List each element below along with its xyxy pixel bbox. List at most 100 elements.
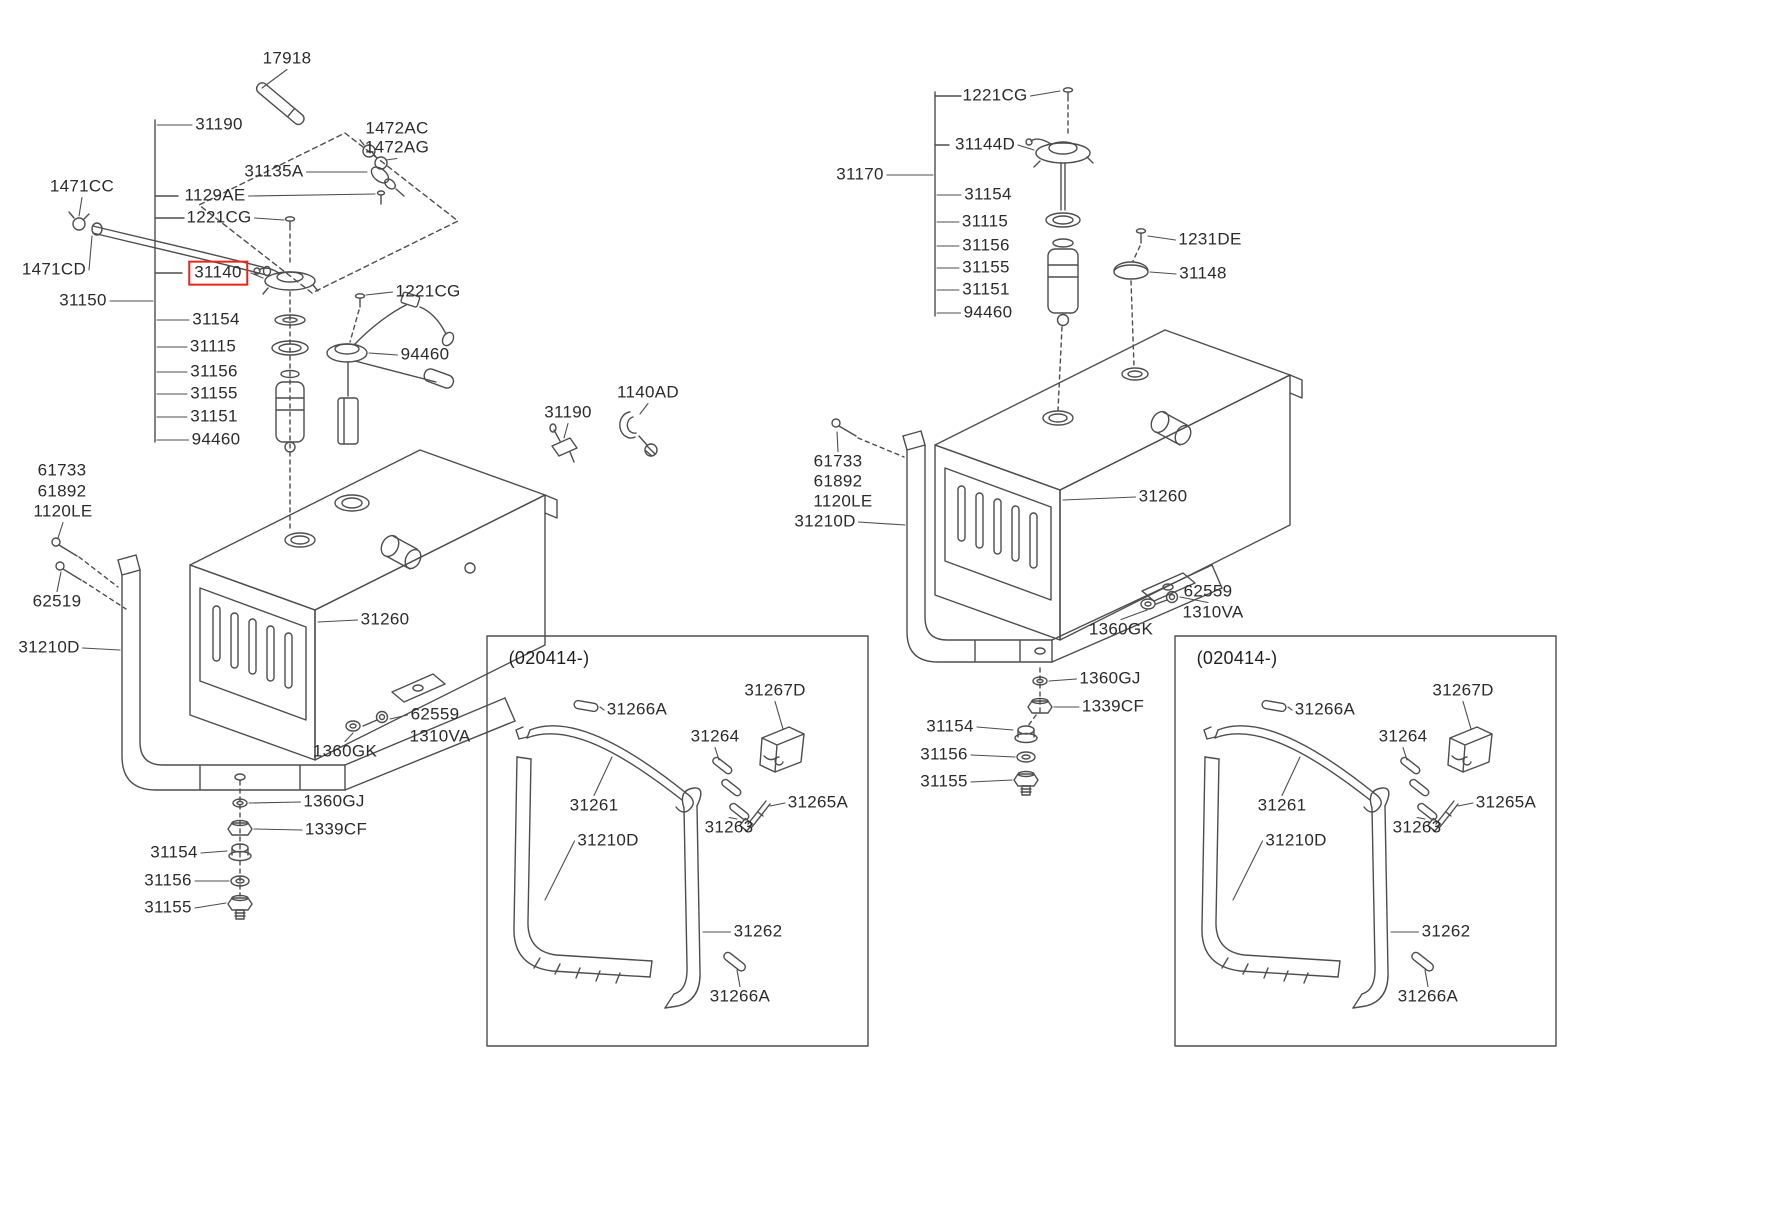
part-label-31264[interactable]: 31264: [690, 726, 740, 746]
left-assembly: [51, 82, 658, 920]
part-label-31154[interactable]: 31154: [926, 716, 974, 736]
leader-line-31210D: [857, 521, 906, 526]
part-label-31265A[interactable]: 31265A: [787, 792, 849, 812]
part-label-31190[interactable]: 31190: [195, 114, 243, 134]
part-label-1471CC[interactable]: 1471CC: [49, 176, 115, 196]
part-label-31266A[interactable]: 31266A: [1397, 986, 1459, 1006]
part-label-31155[interactable]: 31155: [920, 771, 968, 791]
part-label-31155[interactable]: 31155: [962, 257, 1010, 277]
part-label-1360GJ[interactable]: 1360GJ: [1079, 668, 1141, 688]
part-label-31151[interactable]: 31151: [962, 279, 1010, 299]
part-label-31260[interactable]: 31260: [360, 609, 410, 629]
part-label-31156[interactable]: 31156: [962, 235, 1010, 255]
part-label-62519[interactable]: 62519: [32, 591, 82, 611]
part-label-31135A[interactable]: 31135A: [244, 161, 304, 181]
part-label-1140AD[interactable]: 1140AD: [617, 382, 679, 402]
part-label-31267D[interactable]: 31267D: [744, 680, 806, 700]
part-label-94460[interactable]: 94460: [963, 302, 1013, 322]
left-bracket-bolts: [51, 537, 389, 732]
part-label-31261[interactable]: 31261: [1257, 795, 1307, 815]
part-label-31264[interactable]: 31264: [1378, 726, 1428, 746]
leader-line-31266A: [599, 706, 605, 711]
part-label-94460[interactable]: 94460: [191, 429, 241, 449]
part-label-31262[interactable]: 31262: [733, 921, 783, 941]
leader-line-31155: [194, 902, 227, 909]
part-label-31267D[interactable]: 31267D: [1432, 680, 1494, 700]
part-label-31263[interactable]: 31263: [1392, 817, 1442, 837]
part-label-1221CG[interactable]: 1221CG: [962, 85, 1028, 105]
part-label-31156[interactable]: 31156: [920, 744, 968, 764]
leader-line-62559: [389, 714, 409, 720]
part-label-31156[interactable]: 31156: [144, 870, 192, 890]
right-bracket-bolts: [831, 418, 1179, 610]
part-label-31115[interactable]: 31115: [961, 211, 1009, 231]
part-label-1339CF[interactable]: 1339CF: [1081, 696, 1145, 716]
part-label-31154[interactable]: 31154: [964, 184, 1012, 204]
part-label-1360GK[interactable]: 1360GK: [312, 741, 378, 761]
leader-line-1221CG: [253, 217, 285, 221]
part-label-31260[interactable]: 31260: [1138, 486, 1188, 506]
part-label-61892[interactable]: 61892: [37, 481, 87, 501]
part-label-31210D[interactable]: 31210D: [18, 637, 80, 657]
leader-line-31210D: [544, 840, 576, 901]
part-label-1231DE[interactable]: 1231DE: [1178, 229, 1242, 249]
part-label-31210D[interactable]: 31210D: [794, 511, 856, 531]
part-label-31154[interactable]: 31154: [150, 842, 198, 862]
part-label-31210D[interactable]: 31210D: [577, 830, 639, 850]
part-label-61892[interactable]: 61892: [813, 471, 863, 491]
leader-line-61733: [836, 431, 839, 453]
part-label-31115[interactable]: 31115: [189, 336, 237, 356]
part-label-31155[interactable]: 31155: [144, 897, 192, 917]
leader-line-1221CG: [365, 291, 394, 296]
part-label-31266A[interactable]: 31266A: [1294, 699, 1356, 719]
leader-line-1120LE: [57, 521, 64, 539]
part-label-1221CG[interactable]: 1221CG: [395, 281, 461, 301]
part-label-1310VA[interactable]: 1310VA: [409, 726, 471, 746]
part-label-31210D[interactable]: 31210D: [1265, 830, 1327, 850]
part-label-1360GK[interactable]: 1360GK: [1088, 619, 1154, 639]
part-label-31148[interactable]: 31148: [1179, 263, 1227, 283]
part-label-31155[interactable]: 31155: [190, 383, 238, 403]
part-label-31144D[interactable]: 31144D: [954, 134, 1016, 154]
part-label-31266A[interactable]: 31266A: [606, 699, 668, 719]
part-label-62559[interactable]: 62559: [410, 704, 460, 724]
part-label-62559[interactable]: 62559: [1183, 581, 1233, 601]
left-pump-module: [253, 216, 319, 529]
part-label-31151[interactable]: 31151: [190, 406, 238, 426]
part-label-31262[interactable]: 31262: [1421, 921, 1471, 941]
leader-line-31265A: [769, 802, 786, 807]
leader-line-31265A: [1457, 802, 1474, 807]
part-label-1471CD[interactable]: 1471CD: [21, 259, 87, 279]
part-label-31265A[interactable]: 31265A: [1475, 792, 1537, 812]
part-label-1129AE[interactable]: 1129AE: [184, 185, 246, 205]
leader-line-1339CF: [253, 828, 303, 831]
part-label-61733[interactable]: 61733: [813, 451, 863, 471]
part-label-31156[interactable]: 31156: [190, 361, 238, 381]
part-label-31150[interactable]: 31150: [59, 290, 107, 310]
part-label-1120LE[interactable]: 1120LE: [813, 491, 873, 511]
part-label-1310VA[interactable]: 1310VA: [1182, 602, 1244, 622]
part-label-1360GJ[interactable]: 1360GJ: [303, 791, 365, 811]
part-label-61733[interactable]: 61733: [37, 460, 87, 480]
part-label-94460[interactable]: 94460: [400, 344, 450, 364]
part-label-31154[interactable]: 31154: [192, 309, 240, 329]
part-label-17918[interactable]: 17918: [262, 48, 312, 68]
part-label-1221CG[interactable]: 1221CG: [186, 207, 252, 227]
part-label-1472AC[interactable]: 1472AC: [365, 118, 429, 138]
part-label-1339CF[interactable]: 1339CF: [304, 819, 368, 839]
part-label-31170[interactable]: 31170: [836, 164, 884, 184]
part-label-31140[interactable]: 31140: [188, 260, 248, 286]
leader-line-1472AG: [385, 157, 398, 161]
part-label-31190[interactable]: 31190: [544, 402, 592, 422]
leader-line-31210D: [1232, 840, 1264, 901]
part-label-31263[interactable]: 31263: [704, 817, 754, 837]
strap-kit-inset: [486, 635, 869, 1047]
leader-line-31156: [970, 754, 1016, 758]
leader-line-31154: [976, 726, 1014, 731]
leader-line-1129AE: [247, 193, 376, 197]
part-label-1120LE[interactable]: 1120LE: [33, 501, 93, 521]
part-label-31266A[interactable]: 31266A: [709, 986, 771, 1006]
part-label-1472AG[interactable]: 1472AG: [364, 137, 430, 157]
part-label-31261[interactable]: 31261: [569, 795, 619, 815]
